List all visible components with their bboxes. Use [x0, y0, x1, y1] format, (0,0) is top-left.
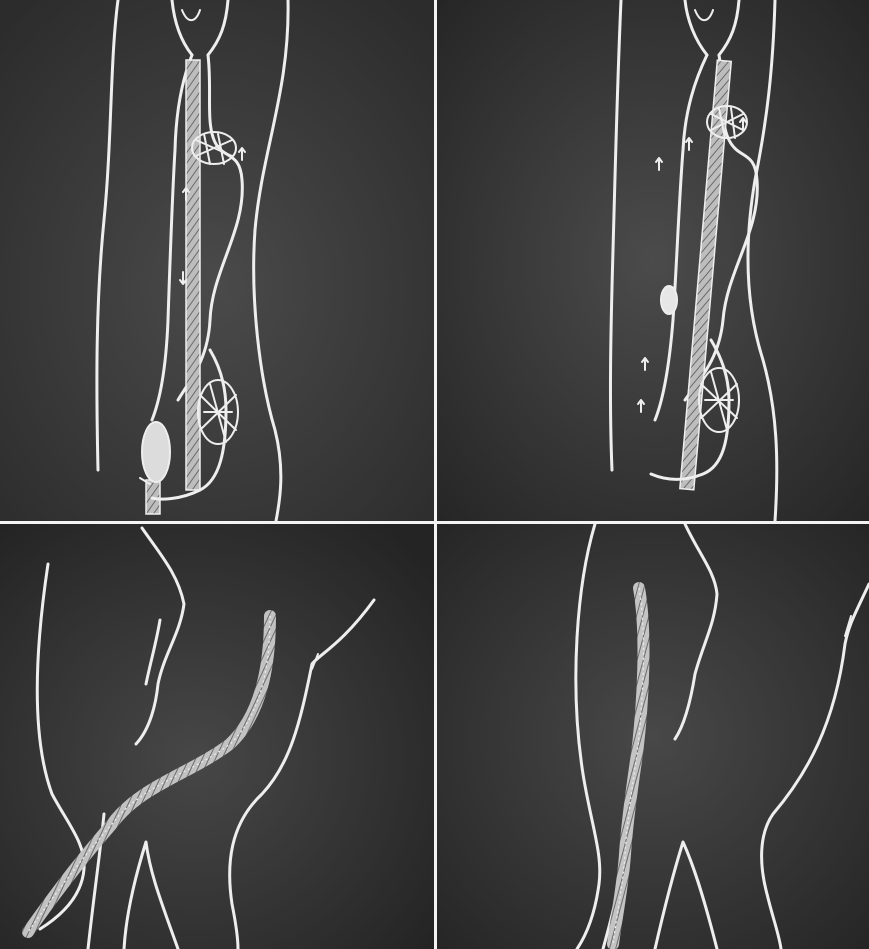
- panel-top-left: [0, 0, 434, 521]
- balloon: [661, 286, 677, 314]
- catheter: [186, 60, 200, 490]
- balloon: [142, 422, 170, 482]
- panel-background: [437, 524, 869, 949]
- panel-background: [437, 0, 869, 521]
- panel-bottom-right: [437, 524, 869, 949]
- panel-bottom-left: [0, 524, 434, 949]
- panel-top-right-drawing: [437, 0, 869, 521]
- panel-top-left-drawing: [0, 0, 434, 521]
- panel-bottom-right-drawing: [437, 524, 869, 949]
- panel-top-right: [437, 0, 869, 521]
- panel-background: [0, 0, 434, 521]
- panel-bottom-left-drawing: [0, 524, 434, 949]
